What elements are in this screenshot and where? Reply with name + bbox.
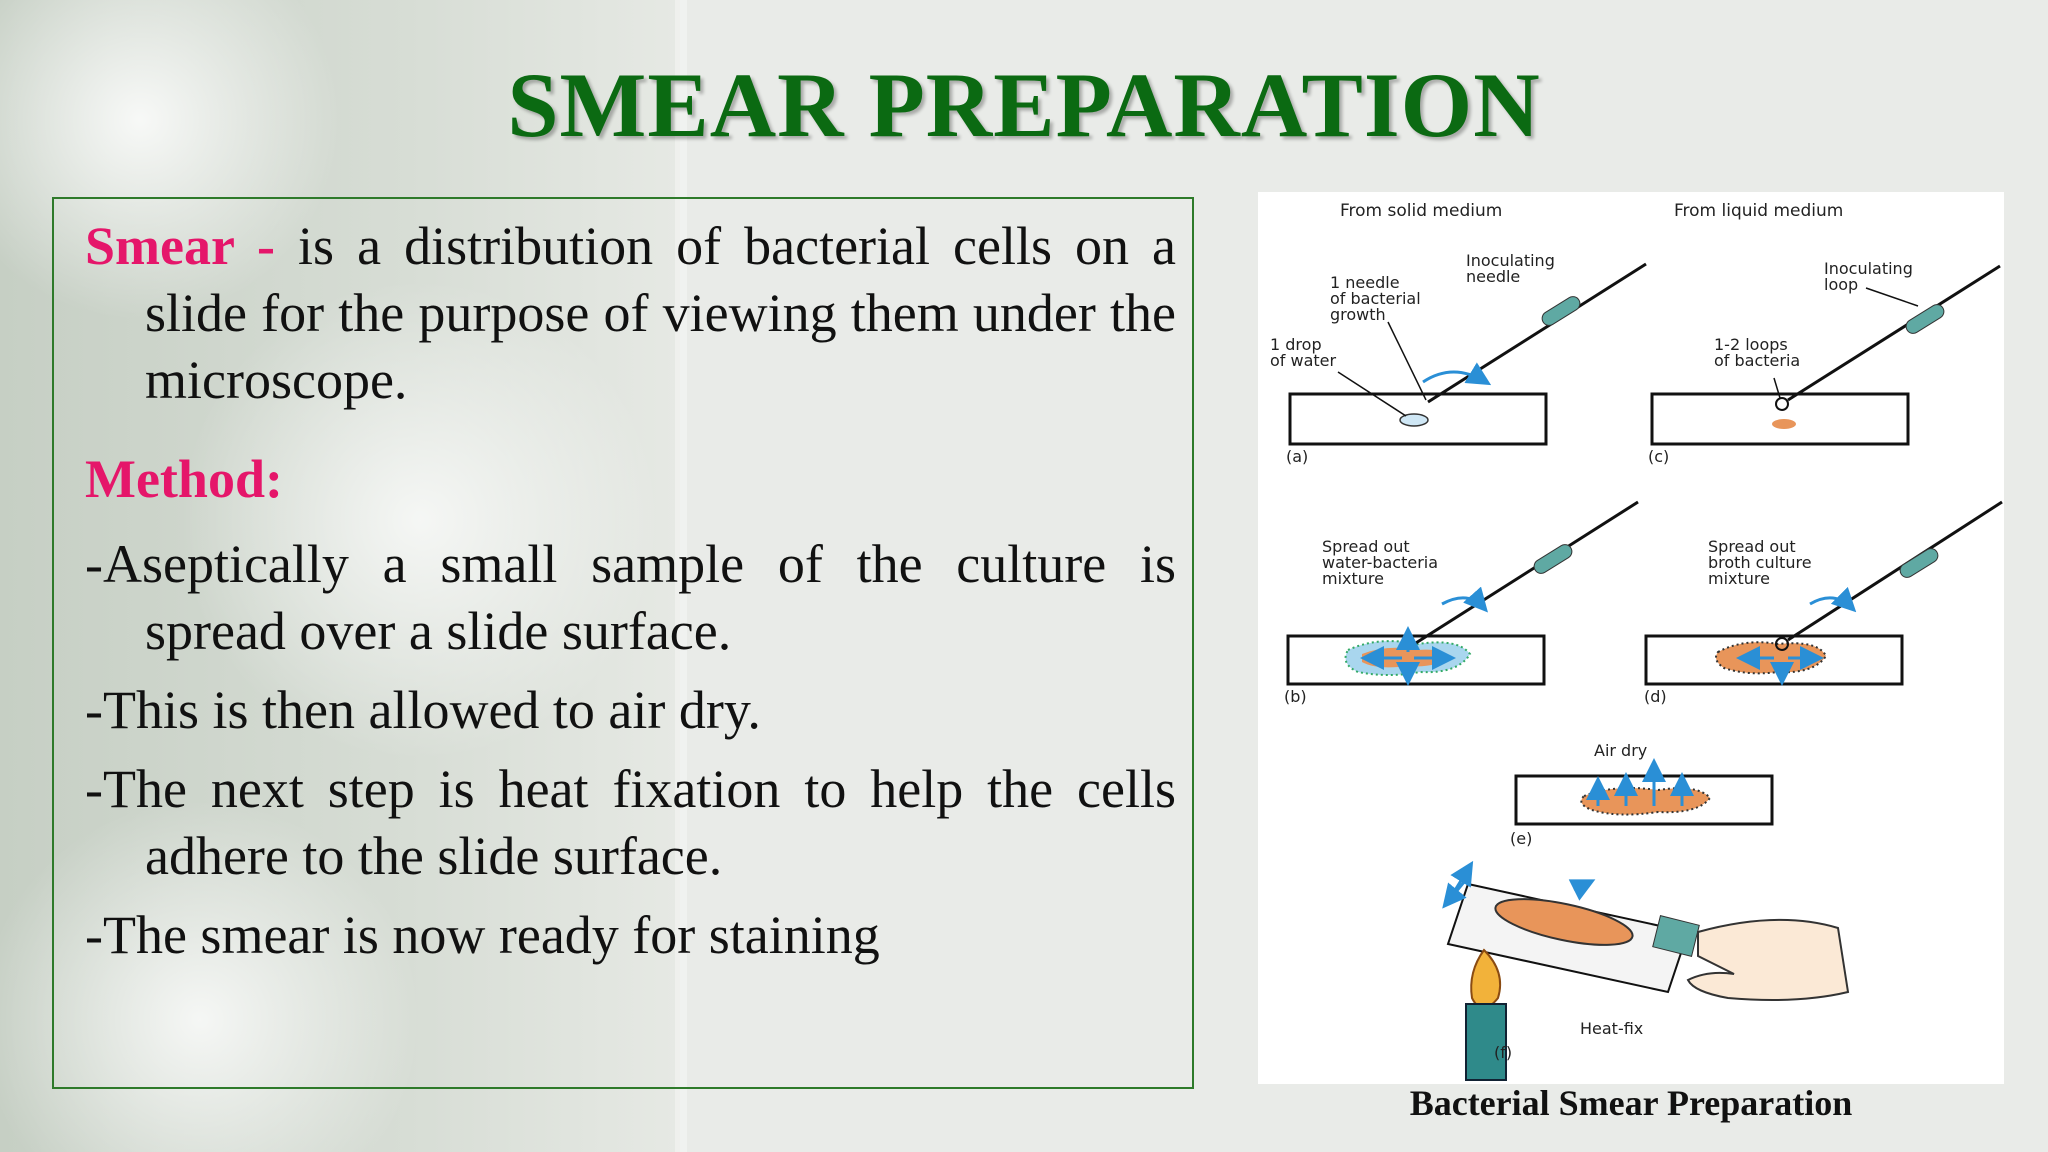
svg-text:Spread out: Spread out [1322, 537, 1410, 556]
label-panel-e: (e) [1510, 829, 1532, 848]
panel-d: Spread out broth culture mixture (d) [1644, 500, 2003, 706]
label-panel-f: (f) [1494, 1043, 1512, 1062]
panel-b: Spread out water-bacteria mixture (b) [1284, 500, 1639, 706]
panel-f: Heat-fix (f) [1442, 860, 1850, 1081]
svg-text:broth culture: broth culture [1708, 553, 1812, 572]
label-panel-d: (d) [1644, 687, 1667, 706]
step-1: -Aseptically a small sample of the cultu… [85, 534, 1176, 661]
svg-text:of bacteria: of bacteria [1714, 351, 1800, 370]
svg-text:1 drop: 1 drop [1270, 335, 1322, 354]
step-4: -The smear is now ready for staining [85, 905, 880, 965]
svg-text:needle: needle [1466, 267, 1520, 286]
svg-text:Inoculating: Inoculating [1824, 259, 1913, 278]
label-panel-b: (b) [1284, 687, 1307, 706]
svg-text:of bacterial: of bacterial [1330, 289, 1421, 308]
label-panel-a: (a) [1286, 447, 1308, 466]
label-panel-c: (c) [1648, 447, 1669, 466]
svg-text:mixture: mixture [1708, 569, 1770, 588]
content-box: Smear - is a distribution of bacterial c… [52, 197, 1194, 1089]
svg-text:Inoculating: Inoculating [1466, 251, 1555, 270]
definition-term: Smear [85, 216, 234, 276]
panel-a: Inoculating needle 1 needle of bacterial… [1270, 251, 1647, 466]
svg-text:loop: loop [1824, 275, 1858, 294]
step-2: -This is then allowed to air dry. [85, 680, 761, 740]
panel-c: Inoculating loop 1-2 loops of bacteria (… [1648, 259, 2001, 466]
label-heat-fix: Heat-fix [1580, 1019, 1643, 1038]
background-texture [0, 0, 680, 1152]
header-liquid: From liquid medium [1674, 201, 1843, 221]
header-solid: From solid medium [1340, 201, 1502, 221]
svg-text:water-bacteria: water-bacteria [1322, 553, 1438, 572]
svg-text:1 needle: 1 needle [1330, 273, 1400, 292]
step-3: -The next step is heat fixation to help … [85, 759, 1176, 886]
svg-text:Spread out: Spread out [1708, 537, 1796, 556]
definition-paragraph: Smear - is a distribution of bacterial c… [85, 213, 1176, 414]
svg-text:growth: growth [1330, 305, 1386, 324]
background-band [675, 0, 687, 1152]
slide-title: SMEAR PREPARATION [507, 54, 1541, 156]
svg-text:of water: of water [1270, 351, 1337, 370]
definition-dash: - [233, 216, 299, 276]
svg-text:mixture: mixture [1322, 569, 1384, 588]
panel-e: Air dry (e) [1510, 741, 1774, 848]
label-air-dry: Air dry [1594, 741, 1647, 760]
smear-diagram: From solid medium From liquid medium Ino… [1258, 192, 2004, 1084]
svg-text:1-2 loops: 1-2 loops [1714, 335, 1788, 354]
definition-text: is a distribution of bacterial cells on … [145, 216, 1177, 410]
figure-caption: Bacterial Smear Preparation [1409, 1083, 1853, 1123]
method-heading: Method: [85, 449, 283, 509]
